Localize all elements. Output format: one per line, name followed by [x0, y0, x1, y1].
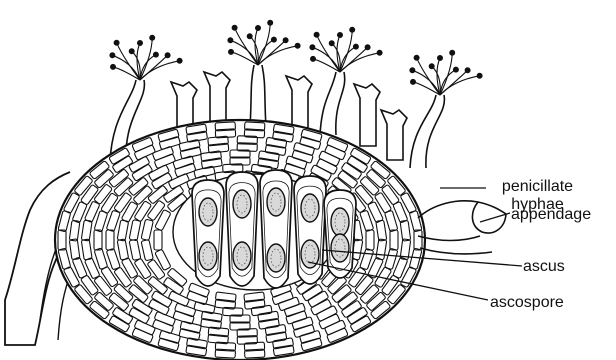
- ascospore: [233, 190, 251, 218]
- hypha-tip: [350, 28, 354, 32]
- hypha-tip: [165, 53, 169, 57]
- ascospore: [199, 198, 217, 226]
- ascospore: [267, 188, 285, 216]
- hypha-tip: [138, 41, 142, 45]
- hypha-branch: [317, 35, 340, 72]
- hypha-stalk: [410, 95, 444, 168]
- label-ascus: ascus: [523, 258, 565, 276]
- hypha-tip: [477, 74, 481, 78]
- hypha-tip: [330, 41, 334, 45]
- hypha-tip: [450, 51, 454, 55]
- hypha-tip: [314, 33, 318, 37]
- ascospore: [267, 244, 285, 272]
- hypha-tip: [177, 59, 181, 63]
- hypha-tip: [311, 57, 315, 61]
- ascospore: [301, 194, 319, 222]
- hypha-stalk: [250, 65, 266, 128]
- hypha-tip: [272, 37, 276, 41]
- hypha-tip: [411, 80, 415, 84]
- hypha-tip: [414, 56, 418, 60]
- hypha-tip: [454, 67, 458, 71]
- hypha-tip: [114, 41, 118, 45]
- hypha-branch: [235, 28, 258, 65]
- rim-hypha: [381, 110, 407, 160]
- hypha-tip: [410, 68, 414, 72]
- hypha-tip: [256, 26, 260, 30]
- hypha-tip: [295, 44, 299, 48]
- rim-hypha: [354, 84, 380, 146]
- ascospore: [199, 242, 217, 270]
- hypha-tip: [232, 26, 236, 30]
- hypha-tip: [229, 50, 233, 54]
- hypha-tip: [268, 21, 272, 25]
- hypha-tip: [110, 53, 114, 57]
- hypha-branch: [117, 43, 140, 80]
- hypha-tip: [248, 34, 252, 38]
- hypha-tip: [338, 33, 342, 37]
- label-appendage: appendage: [511, 206, 591, 224]
- ascospore: [331, 234, 349, 262]
- hypha-tip: [150, 36, 154, 40]
- hypha-tip: [154, 52, 158, 56]
- hypha-tip: [365, 45, 369, 49]
- label-ascospore: ascospore: [490, 294, 564, 312]
- hypha-tip: [111, 65, 115, 69]
- ascospore: [233, 242, 251, 270]
- hypha-tip: [310, 45, 314, 49]
- hypha-tip: [228, 38, 232, 42]
- hypha-tip: [438, 56, 442, 60]
- hypha-tip: [377, 51, 381, 55]
- hypha-tip: [465, 68, 469, 72]
- hypha-tip: [354, 44, 358, 48]
- hypha-stalk: [320, 72, 345, 135]
- hypha-tip: [283, 38, 287, 42]
- hypha-tip: [430, 64, 434, 68]
- hypha-tip: [130, 49, 134, 53]
- hypha-branch: [417, 58, 440, 95]
- ascospore: [331, 208, 349, 236]
